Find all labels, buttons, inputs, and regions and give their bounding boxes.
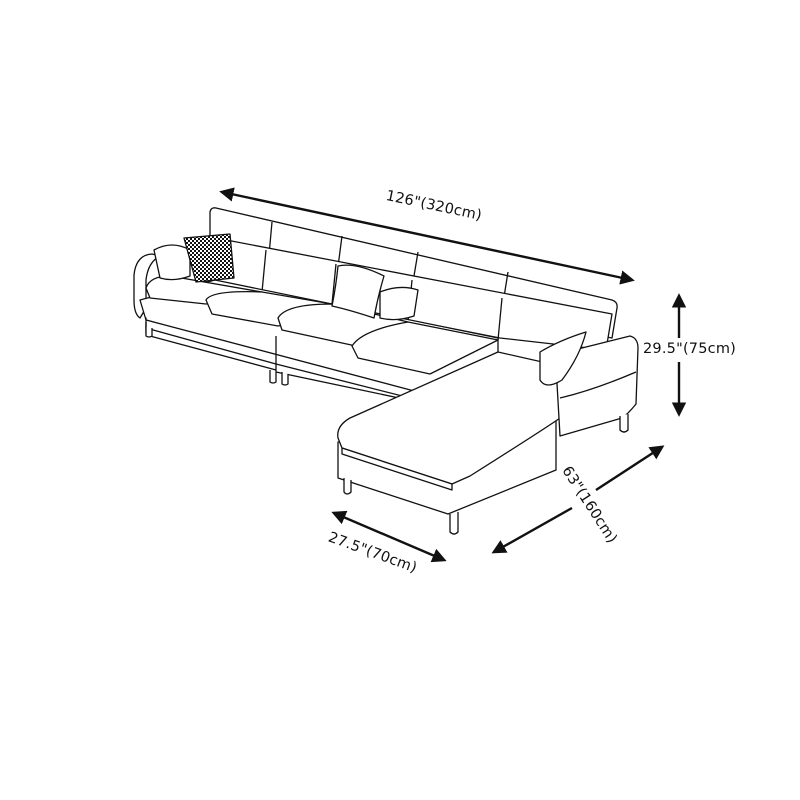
leg xyxy=(619,414,629,433)
pillow-checked xyxy=(183,233,235,283)
chaise-depth-arrow-b xyxy=(595,445,665,492)
leg xyxy=(269,370,277,384)
sofa-drawing xyxy=(133,207,639,535)
chaise-depth-arrow-a xyxy=(491,506,573,554)
leg xyxy=(145,326,153,338)
pillow-right xyxy=(379,286,419,321)
length-arrow xyxy=(219,187,635,285)
leg xyxy=(449,512,459,535)
leg xyxy=(343,478,352,495)
seat-cushion-4 xyxy=(351,321,499,375)
pillow-chaise xyxy=(539,331,587,386)
pillow-left xyxy=(153,244,191,281)
height-label: 29.5"(75cm) xyxy=(643,341,737,357)
chaise-width-arrow xyxy=(331,510,447,563)
leg xyxy=(281,372,289,386)
dimension-arrows xyxy=(219,187,687,563)
